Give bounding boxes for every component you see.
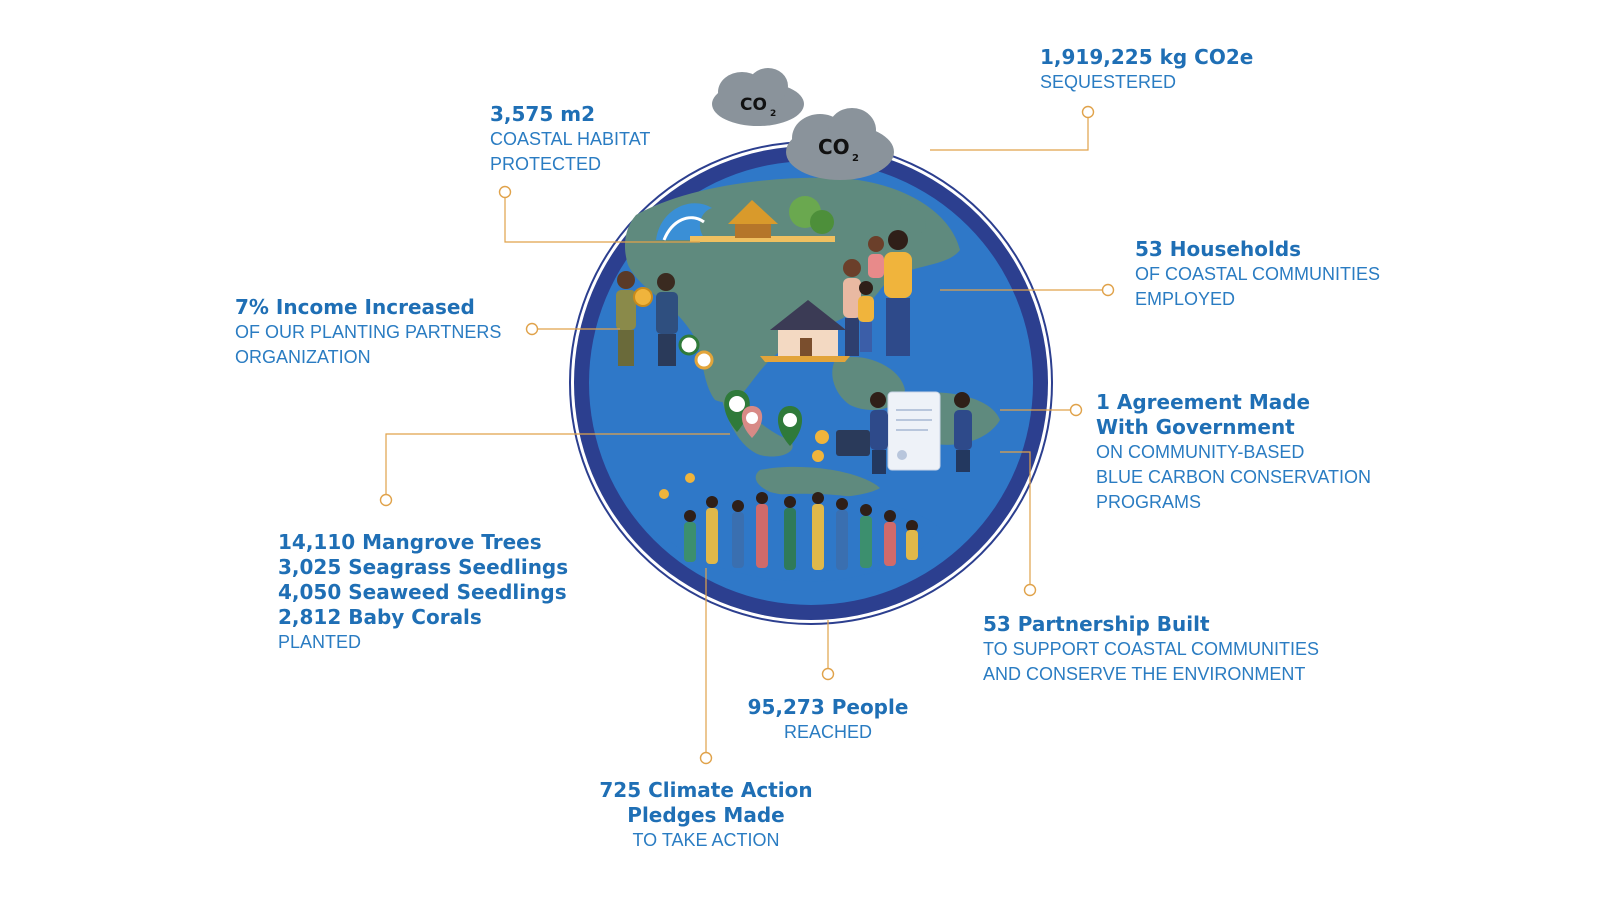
- stat-pledges-sub: TO TAKE ACTION: [632, 830, 780, 850]
- stat-habitat-sub-1: COASTAL HABITAT: [490, 129, 651, 149]
- stat-agreement-title-1: 1 Agreement Made: [1096, 390, 1311, 414]
- stat-planted-title-2: 3,025 Seagrass Seedlings: [278, 555, 569, 579]
- co2-label-small: CO: [740, 95, 767, 115]
- dot-partnership: [1023, 583, 1037, 597]
- stat-agreement-sub-3: PROGRAMS: [1096, 492, 1202, 512]
- stat-partnership-sub-1: TO SUPPORT COASTAL COMMUNITIES: [983, 639, 1320, 659]
- stat-people: 95,273 People REACHED: [728, 695, 928, 745]
- stat-pledges: 725 Climate Action Pledges Made TO TAKE …: [576, 778, 836, 853]
- stat-households-sub-1: OF COASTAL COMMUNITIES: [1135, 264, 1381, 284]
- connector-planted: [385, 433, 730, 498]
- stat-pledges-title-1: 725 Climate Action: [599, 778, 813, 802]
- stat-people-title: 95,273 People: [747, 695, 909, 719]
- stat-agreement: 1 Agreement Made With Government ON COMM…: [1096, 390, 1371, 515]
- stat-agreement-title-2: With Government: [1096, 415, 1295, 439]
- map-pins: [724, 390, 803, 446]
- stat-planted-title-3: 4,050 Seaweed Seedlings: [278, 580, 567, 604]
- stat-co2-sub: SEQUESTERED: [1040, 72, 1177, 92]
- coastal-hut-scene: [656, 196, 835, 242]
- co2-label-large: CO: [818, 135, 850, 159]
- stat-planted-sub: PLANTED: [278, 632, 362, 652]
- stat-partnership-title: 53 Partnership Built: [983, 612, 1210, 636]
- stat-households-title: 53 Households: [1135, 237, 1302, 261]
- stat-households-sub-2: EMPLOYED: [1135, 289, 1236, 309]
- stat-habitat: 3,575 m2 COASTAL HABITAT PROTECTED: [490, 102, 650, 177]
- co2-label-small-sub: 2: [770, 109, 776, 119]
- co2-cloud-small: CO 2: [712, 68, 804, 126]
- stat-people-sub: REACHED: [783, 722, 872, 742]
- agreement-scene: [812, 391, 972, 474]
- dot-people: [821, 667, 835, 681]
- dot-co2: [1081, 105, 1095, 119]
- connector-habitat: [504, 194, 700, 243]
- dot-planted: [379, 493, 393, 507]
- stat-income: 7% Income Increased OF OUR PLANTING PART…: [235, 295, 501, 370]
- stat-agreement-sub-2: BLUE CARBON CONSERVATION: [1096, 467, 1372, 487]
- dot-income: [525, 322, 539, 336]
- co2-cloud-large: CO 2: [786, 108, 894, 180]
- stat-co2-title: 1,919,225 kg CO2e: [1040, 45, 1254, 69]
- dot-agreement: [1069, 403, 1083, 417]
- dot-habitat: [498, 185, 512, 199]
- stat-partnership: 53 Partnership Built TO SUPPORT COASTAL …: [983, 612, 1319, 687]
- family-house-scene: [760, 230, 912, 362]
- stat-pledges-title-2: Pledges Made: [627, 803, 785, 827]
- stat-income-sub-2: ORGANIZATION: [235, 347, 371, 367]
- planting-partners-scene: [616, 271, 714, 370]
- connector-dots: [379, 105, 1115, 765]
- co2-label-large-sub: 2: [852, 153, 859, 164]
- stat-habitat-title: 3,575 m2: [490, 102, 595, 126]
- connectors: [385, 110, 1104, 756]
- stat-agreement-sub-1: ON COMMUNITY-BASED: [1096, 442, 1305, 462]
- stat-co2: 1,919,225 kg CO2e SEQUESTERED: [1040, 45, 1253, 95]
- connector-partnership: [1000, 451, 1031, 588]
- stat-planted-title-4: 2,812 Baby Corals: [278, 605, 482, 629]
- land-masses: [624, 177, 1000, 498]
- stat-income-sub-1: OF OUR PLANTING PARTNERS: [235, 322, 502, 342]
- stat-households: 53 Households OF COASTAL COMMUNITIES EMP…: [1135, 237, 1380, 312]
- dot-pledges: [699, 751, 713, 765]
- stat-income-title: 7% Income Increased: [235, 295, 475, 319]
- dot-households: [1101, 283, 1115, 297]
- connector-co2: [930, 110, 1089, 151]
- stat-habitat-sub-2: PROTECTED: [490, 154, 602, 174]
- stat-planted-title-1: 14,110 Mangrove Trees: [278, 530, 542, 554]
- crowd-scene: [659, 473, 940, 582]
- stat-planted: 14,110 Mangrove Trees 3,025 Seagrass See…: [278, 530, 568, 655]
- stat-partnership-sub-2: AND CONSERVE THE ENVIRONMENT: [983, 664, 1306, 684]
